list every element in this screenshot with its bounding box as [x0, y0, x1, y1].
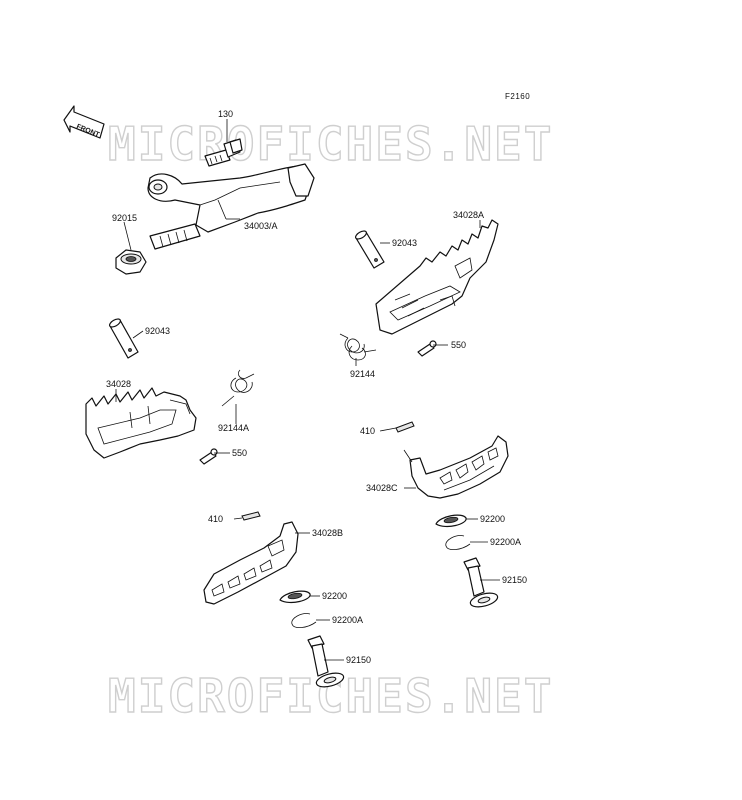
pin-92043-right-part — [354, 230, 385, 269]
callout-410-left: 410 — [208, 514, 223, 524]
footpeg-34028a-part — [375, 219, 499, 335]
callout-92144a: 92144A — [218, 423, 249, 433]
clip-92200a-left-part — [291, 613, 317, 628]
callout-92200-right: 92200 — [480, 514, 505, 524]
callout-92144: 92144 — [350, 369, 375, 379]
callout-92043-right: 92043 — [392, 238, 417, 248]
spring-92144a-part — [221, 369, 255, 407]
callout-92043-left: 92043 — [145, 326, 170, 336]
footpeg-rubber-34028b-part — [203, 521, 299, 605]
leader-lines — [115, 119, 500, 661]
callout-92200a-left: 92200A — [332, 615, 363, 625]
callout-34028a: 34028A — [453, 210, 484, 220]
bolt-130-part — [204, 138, 243, 167]
cotter-pin-550-left-part — [199, 448, 218, 465]
callout-92015: 92015 — [112, 213, 137, 223]
footpeg-rubber-34028c-part — [409, 435, 509, 499]
washer-92200-left-part — [279, 590, 311, 604]
nut-92015-part — [115, 249, 147, 275]
pin-92043-left-part — [108, 318, 139, 359]
brake-pedal-part — [147, 163, 315, 250]
callout-92150-left: 92150 — [346, 655, 371, 665]
callout-410-right: 410 — [360, 426, 375, 436]
pin-92150-left-part — [307, 635, 345, 688]
washer-92200-right-part — [435, 514, 467, 528]
callout-130: 130 — [218, 109, 233, 119]
callout-550-left: 550 — [232, 448, 247, 458]
callout-34028: 34028 — [106, 379, 131, 389]
pin-92150-right-part — [463, 557, 499, 608]
washer-410-left-part — [241, 511, 261, 521]
callout-550-right: 550 — [451, 340, 466, 350]
clip-92200a-right-part — [445, 535, 471, 550]
watermark-top: MICROFICHES.NET — [108, 117, 553, 171]
front-arrow-icon: FRONT — [63, 105, 105, 139]
callout-34028c: 34028C — [366, 483, 398, 493]
figure-code: F2160 — [505, 92, 530, 101]
callout-92200-left: 92200 — [322, 591, 347, 601]
callout-34028b: 34028B — [312, 528, 343, 538]
spring-92144-part — [339, 333, 377, 361]
callout-92200a-right: 92200A — [490, 537, 521, 547]
footpeg-34028-part — [85, 387, 197, 459]
callout-34003a: 34003/A — [244, 221, 278, 231]
washer-410-right-part — [395, 421, 415, 433]
cotter-pin-550-right-part — [417, 340, 437, 357]
callout-92150-right: 92150 — [502, 575, 527, 585]
